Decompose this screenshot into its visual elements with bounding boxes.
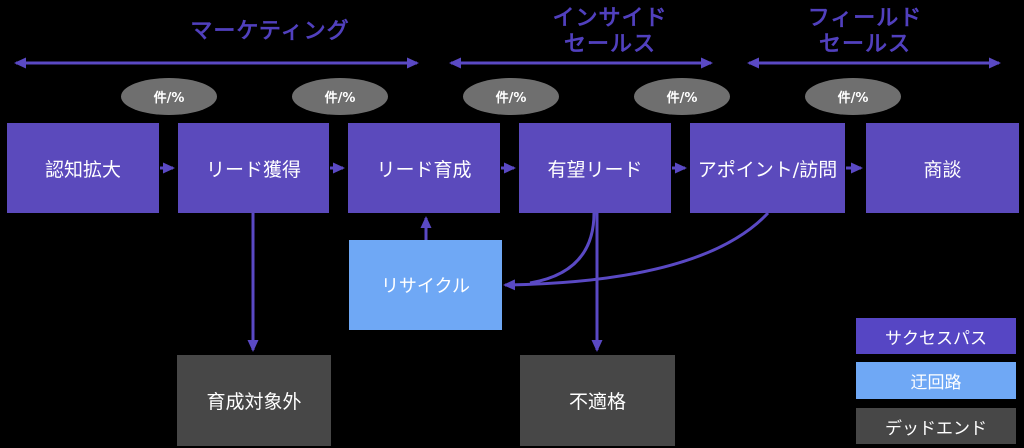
arrow-appointment-to-recycle [503, 211, 770, 291]
metric-badge: 件/% [463, 78, 559, 115]
recycle-box: リサイクル [349, 240, 502, 330]
deadend-box-disqualified: 不適格 [520, 355, 675, 446]
legend-dead-end: デッドエンド [856, 408, 1016, 444]
metric-badge: 件/% [805, 78, 901, 115]
stage-box-deal: 商談 [866, 123, 1019, 213]
metric-badge: 件/% [634, 78, 730, 115]
stage-box-lead-generation: リード獲得 [178, 123, 329, 213]
section-label-field-sales: フィールド セールス [807, 6, 923, 57]
section-label-inside-sales: インサイド セールス [552, 6, 668, 57]
section-label-marketing: マーケティング [190, 19, 350, 44]
stage-box-lead-nurturing: リード育成 [348, 123, 500, 213]
metric-badge: 件/% [121, 78, 217, 115]
legend-success-path: サクセスパス [856, 318, 1016, 354]
stage-box-awareness: 認知拡大 [7, 123, 159, 213]
arrow-qualified-to-recycle [529, 212, 596, 285]
stage-box-qualified-lead: 有望リード [519, 123, 671, 213]
metric-badge: 件/% [292, 78, 388, 115]
deadend-box-out-of-nurture-scope: 育成対象外 [177, 355, 331, 446]
stage-box-appointment-visit: アポイント/訪問 [690, 123, 845, 213]
legend-detour: 迂回路 [856, 362, 1016, 399]
